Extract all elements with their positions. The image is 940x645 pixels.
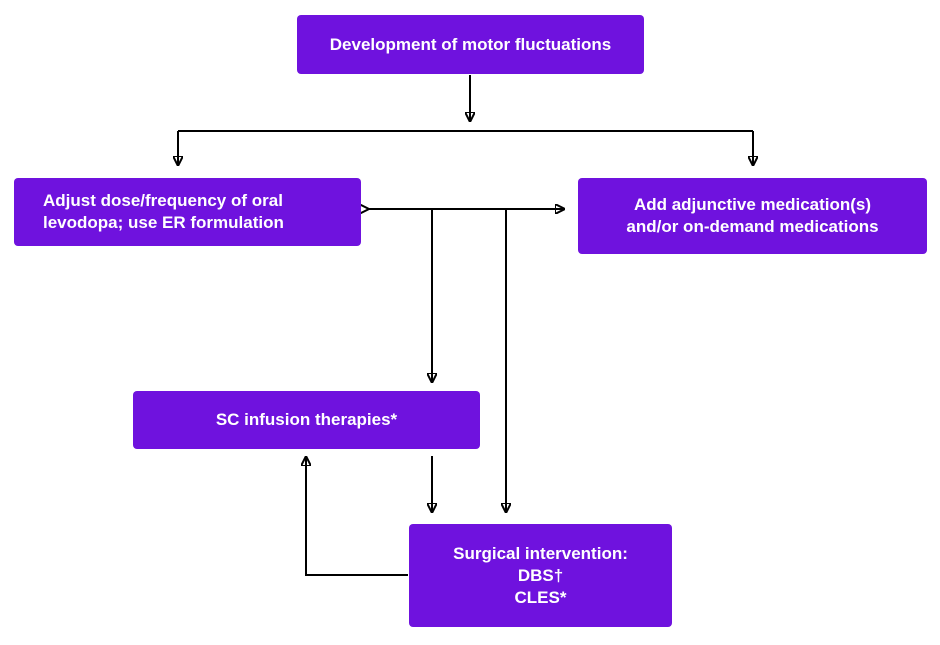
arrow-surgical-to-sc — [306, 457, 408, 576]
node-surgical-intervention: Surgical intervention: DBS† CLES* — [409, 524, 672, 627]
node-text: levodopa; use ER formulation — [43, 213, 284, 232]
node-text: DBS† — [517, 565, 564, 585]
node-text: CLES* — [514, 587, 567, 607]
node-text: SC infusion therapies* — [215, 410, 398, 429]
node-text: and/or on-demand medications — [626, 217, 879, 236]
node-text: Adjust dose/frequency of oral — [43, 191, 283, 210]
node-text: Development of motor fluctuations — [329, 34, 612, 54]
node-sc-infusion: SC infusion therapies* — [133, 391, 480, 449]
node-adjunctive-medications: Add adjunctive medication(s) and/or on-d… — [578, 178, 927, 254]
node-motor-fluctuations: Development of motor fluctuations — [297, 15, 644, 74]
node-text: Surgical intervention: — [453, 543, 628, 563]
node-text: Add adjunctive medication(s) — [633, 195, 872, 214]
node-adjust-levodopa: Adjust dose/frequency of oral levodopa; … — [14, 178, 361, 246]
